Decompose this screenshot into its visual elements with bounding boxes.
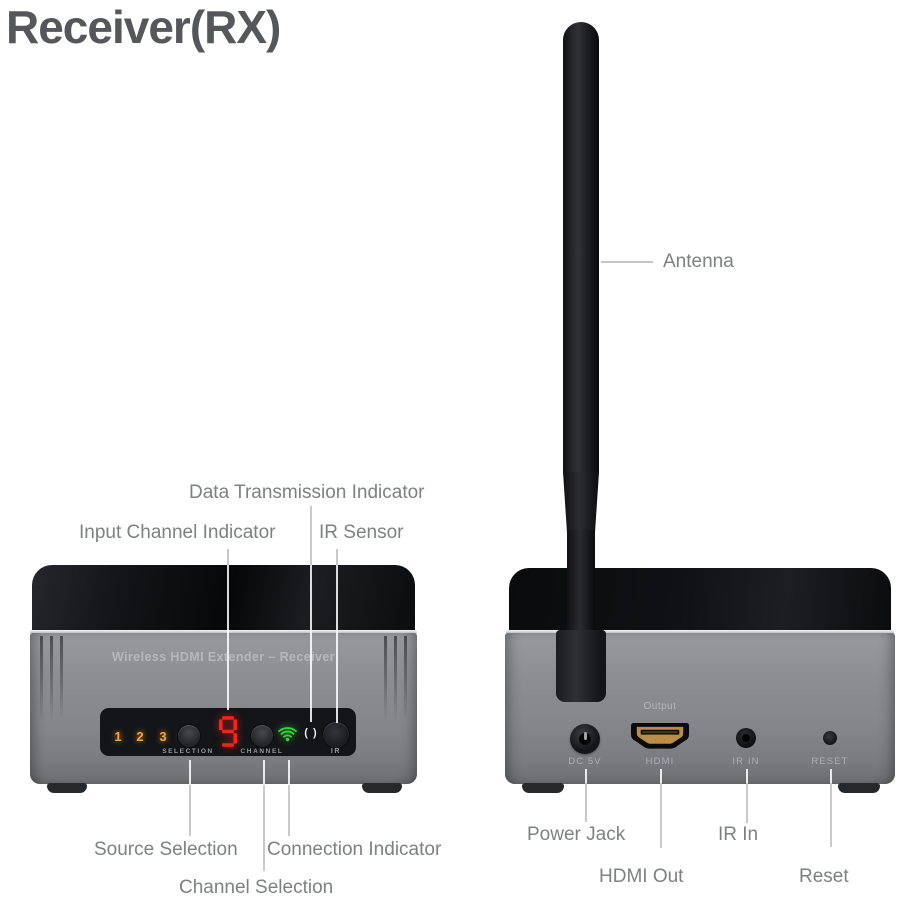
callout-line-hdmi-out <box>660 769 662 848</box>
input-digit-1: 1 <box>114 729 122 744</box>
callout-line-data-transmission <box>310 506 312 722</box>
ir-caption: IR <box>330 748 342 755</box>
reset-pinhole <box>823 731 837 745</box>
output-caption: Output <box>643 701 677 712</box>
label-source-selection: Source Selection <box>94 839 238 860</box>
input-digit-3: 3 <box>159 729 167 744</box>
callout-line-ir-sensor <box>336 549 338 723</box>
callout-line-ir-in <box>746 769 748 823</box>
device-foot <box>47 783 87 793</box>
label-channel-selection: Channel Selection <box>179 877 334 898</box>
input-digit-2: 2 <box>136 729 144 744</box>
device-foot <box>362 783 402 793</box>
hdmi-caption: HDMI <box>645 756 675 767</box>
callout-line-input-channel <box>227 549 229 710</box>
callout-line-power-jack <box>585 769 587 822</box>
corner-groove <box>394 636 397 721</box>
hdmi-port <box>631 723 689 757</box>
front-device-rim <box>30 630 417 634</box>
antenna-base <box>556 630 606 702</box>
front-indicator-panel: 1 2 3 SELECTION CHANNEL <box>100 708 356 756</box>
front-device-glossy-top <box>32 565 415 633</box>
ir-jack-hole <box>742 734 750 742</box>
data-transmission-indicator-glyph: ( ) <box>304 727 318 739</box>
antenna-taper <box>563 472 599 532</box>
label-power-jack: Power Jack <box>527 824 626 845</box>
dc-power-jack <box>570 724 600 754</box>
wifi-icon <box>278 726 297 747</box>
reset-caption: RESET <box>811 756 849 767</box>
label-ir-in: IR In <box>718 824 759 845</box>
ir-sensor-window <box>323 722 349 748</box>
callout-line-connection-indicator <box>288 760 290 836</box>
dc-jack-pin <box>583 732 587 740</box>
label-connection-indicator: Connection Indicator <box>267 839 442 860</box>
page-title: Receiver(RX) <box>6 1 281 53</box>
corner-groove <box>384 636 387 721</box>
device-foot <box>838 783 880 793</box>
dc5v-caption: DC 5V <box>568 756 602 767</box>
corner-groove <box>60 636 63 721</box>
callout-line-source-selection <box>189 760 191 836</box>
ir-in-caption: IR IN <box>732 756 760 767</box>
channel-seven-segment-display <box>219 716 237 747</box>
corner-groove <box>50 636 53 721</box>
channel-selection-button <box>251 725 273 747</box>
antenna-neck <box>567 530 595 632</box>
channel-caption: CHANNEL <box>240 748 284 755</box>
label-data-transmission-indicator: Data Transmission Indicator <box>189 482 425 503</box>
label-antenna: Antenna <box>663 251 734 272</box>
callout-line-reset <box>830 769 832 847</box>
label-ir-sensor: IR Sensor <box>319 522 404 543</box>
source-selection-button <box>178 725 200 747</box>
callout-line-channel-selection <box>263 760 265 871</box>
callout-line-antenna <box>601 261 653 263</box>
label-hdmi-out: HDMI Out <box>599 866 684 887</box>
device-foot <box>522 783 564 793</box>
antenna-rod <box>563 22 599 474</box>
label-reset: Reset <box>799 866 849 887</box>
label-input-channel-indicator: Input Channel Indicator <box>79 522 276 543</box>
back-device-rim <box>506 630 894 634</box>
selection-caption: SELECTION <box>162 748 214 755</box>
corner-groove <box>404 636 407 721</box>
corner-groove <box>40 636 43 721</box>
ir-in-jack <box>736 728 756 748</box>
device-name-plate: Wireless HDMI Extender – Receiver <box>112 650 335 664</box>
